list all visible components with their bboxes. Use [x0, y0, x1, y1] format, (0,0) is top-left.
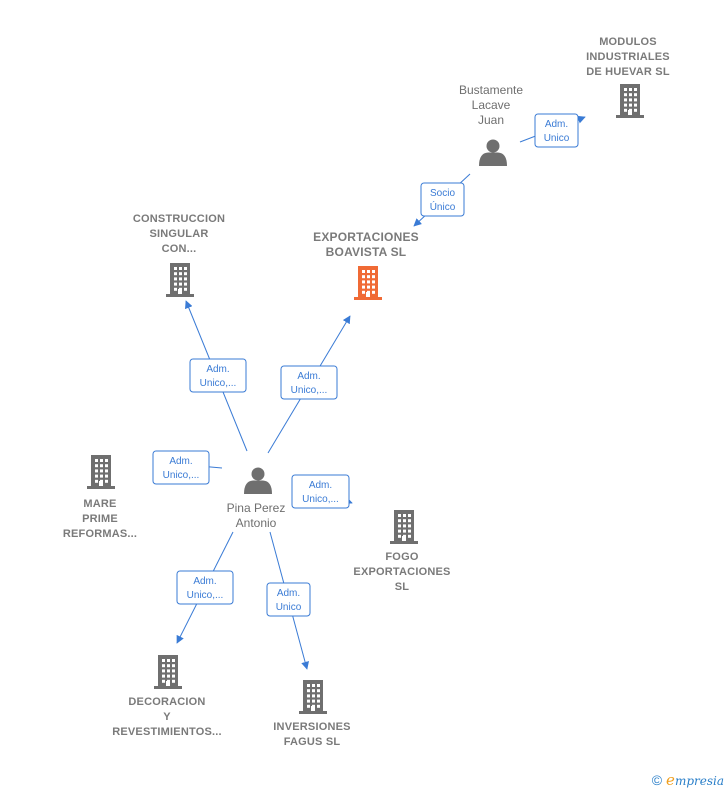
edge-label-box — [176, 570, 234, 605]
edge-label-text: Adm. — [193, 576, 216, 587]
edge-label-text: Adm. — [309, 480, 332, 491]
node-label-line: Lacave — [472, 98, 511, 112]
edge-label-e6[interactable]: Adm. Unico,... — [291, 474, 350, 509]
edge-label-e1[interactable]: Adm. Unico — [534, 113, 579, 148]
node-label-line: INVERSIONES — [273, 721, 350, 733]
edge-label-text: Único — [430, 200, 456, 213]
node-label-line: EXPORTACIONES — [313, 230, 419, 244]
node-label-line: Y — [163, 711, 171, 723]
edge-label-text: Adm. — [277, 588, 300, 599]
edge-label-e3[interactable]: Adm. Unico,... — [280, 365, 338, 400]
edge-label-text: Adm. — [545, 119, 568, 130]
edge-label-e4[interactable]: Adm. Unico,... — [189, 358, 247, 393]
person-icon — [479, 139, 507, 166]
node-label-line: FOGO — [385, 551, 418, 563]
node-label-line: MARE — [83, 498, 116, 510]
building-icon — [87, 455, 115, 489]
node-label-line: PRIME — [82, 513, 118, 525]
edge-label-text: Adm. — [169, 456, 192, 467]
node-label-line: DECORACION — [128, 696, 205, 708]
building-icon — [354, 266, 382, 300]
node-label-line: Juan — [478, 113, 504, 127]
node-label-line: CONSTRUCCION — [133, 213, 225, 225]
node-label-line: FAGUS SL — [284, 736, 341, 748]
edge-label-box — [152, 450, 210, 485]
node-label-line: MODULOS — [599, 36, 657, 48]
edge-label-text: Unico,... — [302, 494, 339, 505]
node-label-line: Antonio — [236, 516, 277, 530]
edge-label-box — [266, 582, 311, 617]
building-icon — [299, 680, 327, 714]
node-mare[interactable]: MARE PRIME REFORMAS... — [63, 455, 137, 540]
node-label-line: Pina Perez — [227, 501, 286, 515]
node-label-line: BOAVISTA SL — [326, 245, 407, 259]
brand-e: e — [666, 771, 675, 789]
node-inversiones[interactable]: INVERSIONES FAGUS SL — [273, 680, 350, 748]
brand-watermark: ©empresia — [652, 771, 724, 789]
edge-label-box — [280, 365, 338, 400]
edge-label-e5[interactable]: Adm. Unico,... — [152, 450, 210, 485]
edge-label-text: Unico,... — [187, 590, 224, 601]
edge-label-text: Unico — [276, 602, 302, 613]
node-label-line: REFORMAS... — [63, 528, 137, 540]
node-construccion[interactable]: CONSTRUCCION SINGULAR CON... — [133, 213, 225, 297]
edge-label-box — [420, 182, 465, 217]
node-label-line: EXPORTACIONES — [353, 566, 450, 578]
edge-label-box — [291, 474, 350, 509]
node-modulos[interactable]: MODULOS INDUSTRIALES DE HUEVAR SL — [586, 36, 670, 118]
node-label-line: SL — [395, 581, 410, 593]
nodes-layer: MODULOS INDUSTRIALES DE HUEVAR SL Bustament… — [63, 36, 670, 748]
edge-label-text: Unico,... — [163, 470, 200, 481]
edge-label-e8[interactable]: Adm. Unico — [266, 582, 311, 617]
building-icon — [390, 510, 418, 544]
edge-label-box — [189, 358, 247, 393]
edge-labels-layer: Adm.UnicoSocioÚnicoAdm.Unico,...Adm.Unic… — [152, 113, 579, 617]
building-icon — [154, 655, 182, 689]
edge-label-box — [534, 113, 579, 148]
copyright-symbol: © — [651, 772, 663, 788]
node-label-line: INDUSTRIALES — [586, 51, 670, 63]
edge-label-text: Adm. — [206, 364, 229, 375]
node-decoracion[interactable]: DECORACION Y REVESTIMIENTOS... — [112, 655, 222, 738]
edge-label-text: Unico — [544, 133, 570, 144]
building-icon — [616, 84, 644, 118]
brand-rest: mpresia — [674, 774, 724, 788]
node-label-line: SINGULAR — [149, 228, 208, 240]
edge-label-text: Socio — [430, 188, 455, 199]
edge-label-text: Unico,... — [291, 385, 328, 396]
node-fogo[interactable]: FOGO EXPORTACIONES SL — [353, 510, 450, 593]
node-label-line: DE HUEVAR SL — [586, 66, 670, 78]
person-icon — [244, 467, 272, 494]
edge-label-e7[interactable]: Adm. Unico,... — [176, 570, 234, 605]
node-label-line: Bustamente — [459, 83, 523, 97]
edge-label-text: Unico,... — [200, 378, 237, 389]
node-label-line: CON... — [162, 243, 197, 255]
building-icon — [166, 263, 194, 297]
node-label-line: REVESTIMIENTOS... — [112, 726, 222, 738]
edge-label-text: Adm. — [297, 371, 320, 382]
